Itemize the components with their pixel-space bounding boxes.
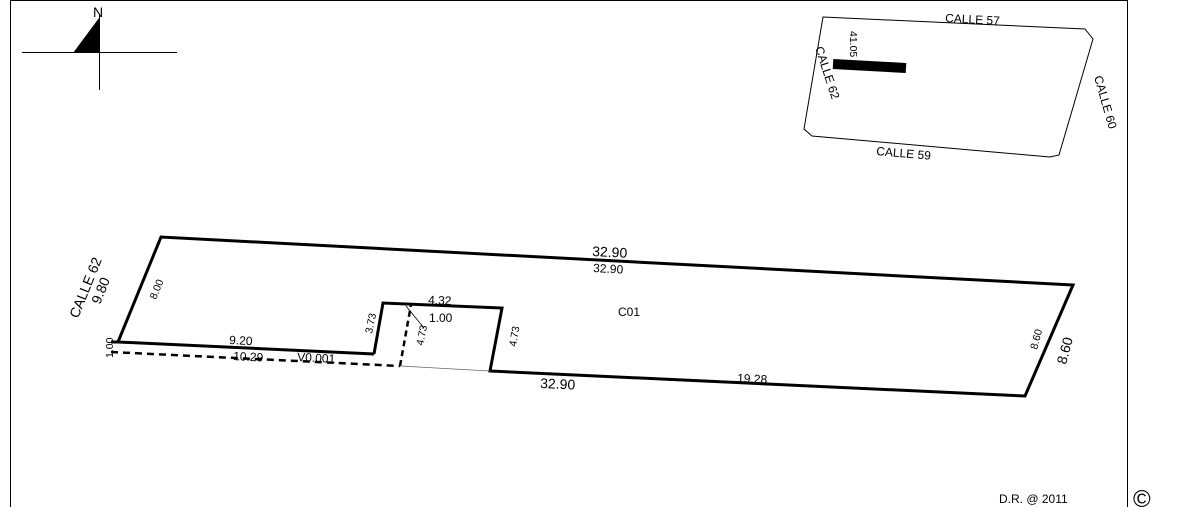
page-frame [10,0,1128,507]
dim-top-inner: 32.90 [593,261,624,277]
dim-notch-top: 4.32 [428,293,452,308]
dim-right-outer: 8.60 [1053,335,1076,366]
key-map-street-south: CALLE 59 [876,144,932,163]
key-map-street-east: CALLE 60 [1091,74,1120,131]
copyright-text: D.R. @ 2011 [999,492,1068,506]
key-map-lot-marker [832,59,907,73]
key-map: CALLE 57 CALLE 59 CALLE 60 CALLE 62 41.0… [803,11,1120,163]
dim-notch-gap: 1.00 [429,311,453,325]
key-map-block [803,16,1094,158]
leader-line [405,305,425,329]
dim-notch-height-left: 3.73 [363,312,379,335]
parcel-boundary [115,235,1076,398]
copyright-icon: © [1133,486,1151,507]
key-map-street-north: CALLE 57 [945,11,1001,28]
easement-line [110,350,401,368]
north-label: N [93,4,103,20]
parcel-plan: CALLE 62 C01 32.90 32.90 9.80 8.00 1.00 … [66,235,1076,398]
dim-top-outer: 32.90 [592,243,628,261]
dim-left-inner: 8.00 [148,278,167,302]
dim-dashed-length: 10.29 [233,349,264,365]
dim-left-small: 1.00 [104,337,116,358]
dim-step-left: 9.20 [229,333,253,348]
north-arrow: N [22,4,177,90]
easement-code: V0.001 [297,350,336,366]
dim-notch-dashed-height: 4.73 [414,324,430,347]
dim-right-inner: 8.60 [1028,328,1045,351]
parcel-id: C01 [618,305,640,319]
dim-bottom-outer: 32.90 [540,375,576,393]
dim-bottom-inner: 19.28 [737,371,768,387]
key-map-distance: 41.05 [847,31,859,57]
thin-connector-line [399,365,491,372]
key-map-street-west: CALLE 62 [812,45,842,102]
dim-notch-height-right: 4.73 [507,325,522,347]
notch-dashed-line [398,304,413,367]
north-arrow-icon [73,18,99,53]
